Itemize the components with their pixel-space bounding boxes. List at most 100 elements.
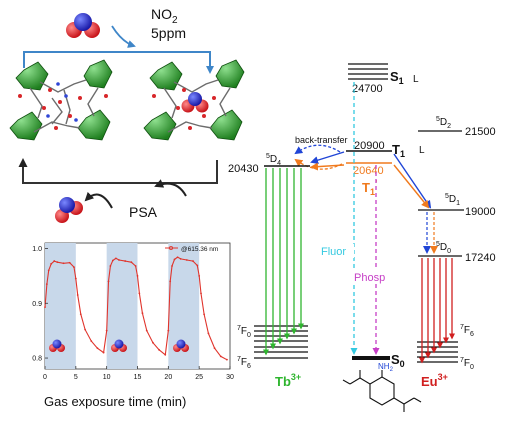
data-point (62, 262, 65, 265)
data-point (213, 347, 216, 350)
t1-label: T1 (392, 142, 405, 159)
back-transfer-arrow-blue (294, 144, 341, 155)
data-point (76, 294, 79, 296)
tb-5d4-label: 5D4 (266, 153, 281, 167)
desorbed-no2-icon (55, 197, 83, 223)
data-point (152, 341, 154, 344)
mof-structure-left (9, 59, 113, 141)
data-point (124, 260, 127, 262)
data-point (167, 329, 170, 332)
data-point (158, 348, 160, 351)
eu-7f-levels (417, 341, 458, 363)
data-point (176, 256, 179, 259)
eu-5d2-value: 21500 (465, 126, 496, 138)
gas-label: NO2 (151, 6, 178, 26)
data-point (105, 329, 108, 332)
x-tick-label: 0 (43, 374, 47, 381)
psa-label: PSA (129, 204, 158, 220)
s1-levels (348, 63, 388, 80)
psa-arrow (154, 179, 187, 197)
phosp-label: Phosp (354, 272, 385, 284)
data-point (109, 265, 112, 267)
data-point (200, 292, 202, 295)
data-point (96, 347, 99, 350)
data-point (53, 260, 56, 262)
chart-legend: @615.36 nm (165, 245, 218, 253)
data-point (219, 355, 222, 358)
data-point (44, 306, 46, 308)
data-point (185, 259, 188, 261)
x-tick-label: 25 (195, 374, 203, 381)
data-point (173, 258, 176, 261)
s0-level (352, 356, 390, 360)
exposure-molecule-icons (49, 339, 189, 352)
s0-label: S0 (391, 352, 405, 369)
data-point (118, 259, 120, 261)
data-point (84, 328, 86, 331)
s1-label: S1 (390, 69, 404, 86)
eu-5d0-label: 5D0 (436, 241, 451, 255)
eu-sensitization-arrow-orange (393, 164, 430, 209)
tb-7f-levels (254, 325, 308, 359)
back-transfer-label: back-transfer (295, 135, 348, 145)
y-tick-label: 0.9 (32, 301, 42, 308)
data-point (226, 358, 228, 361)
x-tick-label: 30 (226, 374, 234, 381)
s1-value: 24700 (352, 83, 383, 95)
x-tick-label: 20 (164, 374, 172, 381)
data-point (207, 332, 210, 335)
y-tick-label: 0.8 (32, 356, 42, 363)
data-point (79, 313, 82, 316)
x-tick-label: 5 (74, 374, 78, 381)
crystal-node (9, 59, 113, 141)
ligand-structure-icon (342, 370, 422, 412)
series-line (44, 256, 228, 361)
tb-7f0-label: 7F0 (237, 325, 251, 339)
data-point (111, 259, 114, 262)
data-point (138, 292, 141, 295)
legend-label: @615.36 nm (181, 246, 218, 253)
tb-sensitization-arrow-orange (310, 162, 345, 171)
adsorption-frame-arrow (23, 51, 214, 74)
data-point (134, 265, 137, 267)
t1-prime-value: 20640 (353, 165, 384, 177)
eu-7f6-label: 7F6 (460, 324, 474, 338)
data-point (73, 266, 75, 269)
eu-5d1-value: 19000 (465, 206, 496, 218)
x-axis-label: Gas exposure time (min) (44, 394, 186, 409)
tb-7f6-label: 7F6 (237, 356, 251, 370)
s1-suffix: L (413, 74, 419, 85)
eu-ion-label: Eu3+ (421, 372, 448, 389)
data-point (179, 257, 182, 260)
concentration-label: 5ppm (151, 25, 186, 41)
data-point (115, 257, 117, 260)
mof-structure-right (143, 59, 245, 141)
data-point (169, 280, 172, 283)
t1-suffix: L (419, 145, 425, 156)
no2-molecule-icon (66, 13, 100, 38)
data-point (136, 274, 139, 277)
fluor-label: Fluor (321, 246, 346, 258)
adsorbed-no2-icon (181, 92, 209, 113)
back-transfer-arrow-orange (294, 158, 343, 170)
eu-emission-arrows (419, 258, 455, 364)
desorption-frame-arrow (18, 158, 218, 184)
eu-5d0-value: 17240 (465, 252, 496, 264)
t1-value: 20900 (354, 140, 385, 152)
tb-ion-label: Tb3+ (275, 372, 301, 389)
release-arrow (84, 191, 113, 209)
y-tick-label: 1.0 (32, 246, 42, 253)
data-point (164, 353, 167, 356)
tb-sensitization-arrow (310, 151, 345, 165)
data-point (203, 313, 206, 316)
data-point (198, 274, 201, 277)
data-point (171, 265, 173, 267)
data-point (141, 312, 144, 315)
data-point (107, 280, 110, 283)
x-tick-label: 15 (134, 374, 142, 381)
eu-5d1-label: 5D1 (445, 193, 460, 207)
data-point (102, 351, 105, 354)
data-point (50, 262, 53, 265)
